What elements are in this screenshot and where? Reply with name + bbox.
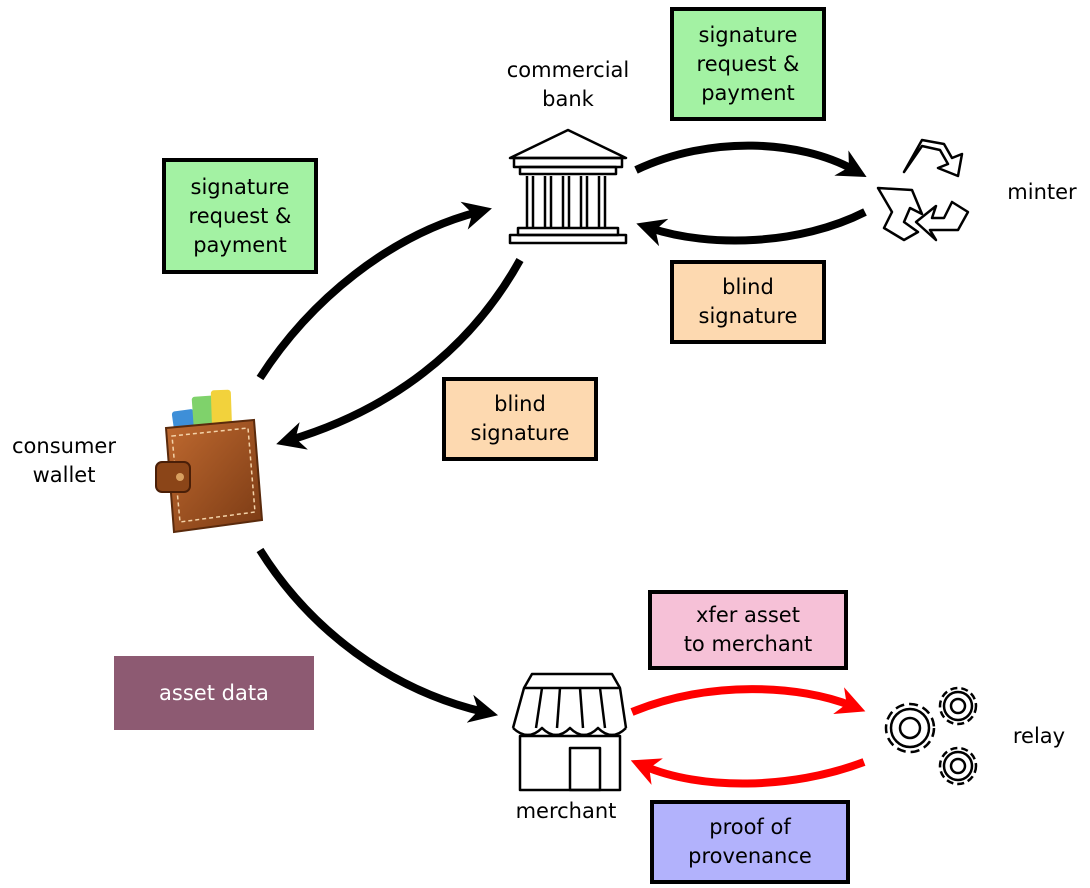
signature-request-box-wallet-bank: signature request & payment bbox=[162, 158, 318, 274]
asset-data-box: asset data bbox=[114, 656, 314, 730]
arrow-bank-to-wallet bbox=[276, 258, 524, 450]
minter-label: minter bbox=[1007, 180, 1077, 204]
relay-label: relay bbox=[1012, 724, 1066, 748]
blind-signature-box-bank-wallet: blind signature bbox=[442, 377, 598, 461]
commercial-bank-label: commercial bank bbox=[506, 58, 630, 111]
merchant-label: merchant bbox=[515, 799, 617, 823]
arrow-bank-to-minter bbox=[634, 141, 867, 177]
arrow-wallet-to-bank bbox=[256, 201, 492, 381]
wallet-icon bbox=[155, 389, 264, 534]
proof-of-provenance-box: proof of provenance bbox=[650, 800, 850, 884]
arrow-wallet-to-merchant bbox=[256, 547, 499, 723]
arrow-minter-to-bank bbox=[636, 208, 867, 247]
arrow-relay-to-merchant bbox=[630, 758, 866, 788]
storefront-icon bbox=[511, 672, 628, 792]
arrow-merchant-to-relay bbox=[630, 685, 866, 716]
consumer-wallet-label: consumer wallet bbox=[12, 434, 116, 487]
blind-signature-box-minter-bank: blind signature bbox=[670, 260, 826, 344]
signature-request-box-bank-minter: signature request & payment bbox=[670, 7, 826, 121]
gears-icon bbox=[884, 686, 978, 786]
xfer-asset-box: xfer asset to merchant bbox=[648, 590, 848, 670]
recycle-icon bbox=[876, 138, 970, 242]
bank-building-icon bbox=[508, 128, 628, 245]
